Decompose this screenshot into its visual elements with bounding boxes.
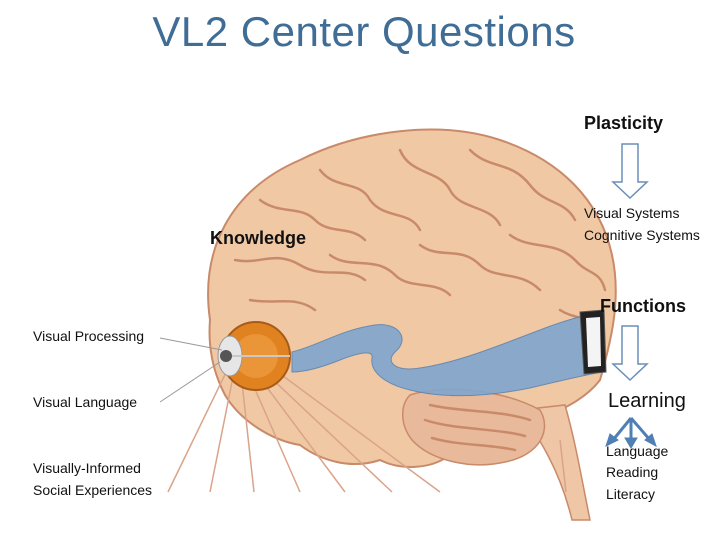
label-plasticity: Plasticity: [584, 113, 664, 133]
label-visually-informed: Visually-Informed: [33, 460, 141, 476]
label-functions: Functions: [600, 296, 686, 316]
label-social-experiences: Social Experiences: [33, 482, 153, 498]
learning-branch-arrows-icon: [605, 417, 657, 449]
slide-title: VL2 Center Questions: [152, 8, 576, 55]
functions-arrow-icon: [611, 325, 649, 382]
label-literacy: Literacy: [606, 486, 656, 502]
label-learning: Learning: [608, 390, 686, 412]
plasticity-arrow-icon: [611, 143, 649, 200]
brain-folds: [233, 148, 607, 452]
label-knowledge: Knowledge: [210, 228, 307, 248]
leader-visual-language: [159, 361, 221, 403]
label-visual-language: Visual Language: [33, 394, 138, 410]
label-cognitive-systems: Cognitive Systems: [584, 227, 700, 243]
label-language: Language: [606, 443, 669, 459]
eye-icon: [217, 321, 291, 391]
label-visual-systems: Visual Systems: [584, 205, 680, 221]
label-reading: Reading: [606, 464, 659, 480]
leader-visual-processing: [159, 337, 223, 351]
label-visual-processing: Visual Processing: [33, 328, 145, 344]
